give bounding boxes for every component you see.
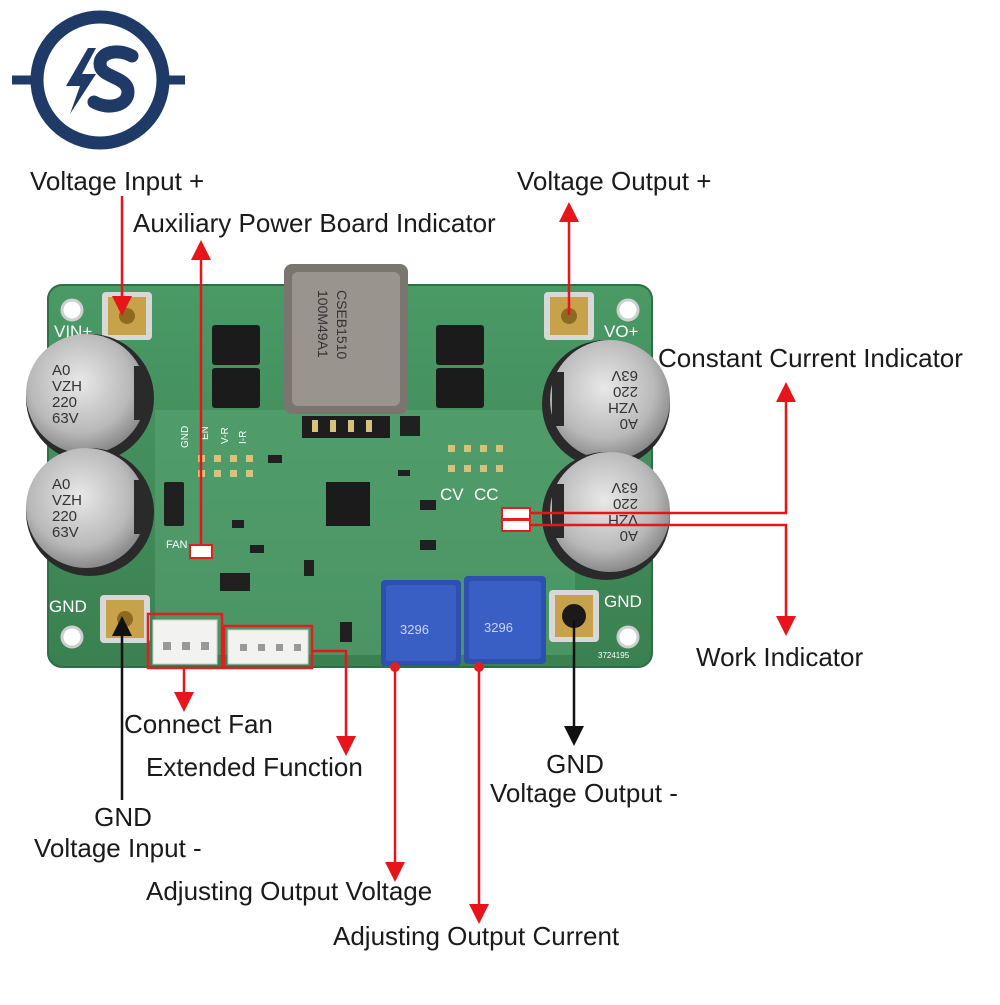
pin-header-top [302,416,390,438]
label-gnd-in: GND [94,802,152,832]
label-voltage-input-minus: Voltage Input - [34,833,202,863]
pot-voltage-marker [390,662,400,672]
silk-gnd-left: GND [49,597,87,616]
label-gnd-out: GND [546,749,604,779]
cc-led-highlight [501,507,531,520]
silk-gnd-right: GND [604,592,642,611]
silk-vo: VO+ [604,322,639,341]
cap-label-63v: 63V [611,367,638,384]
header-label-vr: V-R [220,427,231,444]
inductor-marking-1: CSEB1510 [334,290,350,359]
controller-ic [326,482,370,526]
cap-label-a0: A0 [620,527,638,544]
serial-number: 3724195 [598,651,630,660]
label-adjusting-output-current: Adjusting Output Current [333,921,620,951]
terminal-vin [102,292,152,340]
cap-label-220: 220 [52,508,77,525]
silk-cc: CC [474,485,499,504]
cap-label-220: 220 [52,394,77,411]
arrow-work-indicator [530,523,796,636]
label-adjusting-output-voltage: Adjusting Output Voltage [146,876,433,906]
capacitor-right-top: A0 VZH 220 63V [542,340,670,468]
header-label-gnd: GND [180,426,191,448]
aux-led-highlight [189,544,213,559]
silk-fan: FAN [166,539,187,551]
silk-cv: CV [440,485,464,504]
cap-label-63v: 63V [52,410,79,427]
pot-current: 3296 [464,576,546,664]
work-led-highlight [501,519,531,532]
header-label-en: EN [200,426,211,440]
extended-connector [222,624,314,670]
pot-current-marking: 3296 [484,620,513,635]
cap-label-a0: A0 [52,362,70,379]
capacitor-right-bottom: A0 VZH 220 63V [542,452,670,580]
header-labels: GND EN V-R I-R [180,426,249,448]
cap-label-63v: 63V [611,479,638,496]
cap-label-a0: A0 [620,415,638,432]
cap-label-220: 220 [613,383,638,400]
cap-label-vzh: VZH [52,492,82,509]
cap-label-vzh: VZH [608,399,638,416]
capacitor-left-bottom: A0 VZH 220 63V [26,448,154,576]
label-work-indicator: Work Indicator [696,642,864,672]
inductor: CSEB1510 100M49A1 [284,264,408,414]
label-voltage-output-plus: Voltage Output + [517,166,712,196]
label-aux-power-indicator: Auxiliary Power Board Indicator [133,208,496,238]
label-connect-fan: Connect Fan [124,709,273,739]
cap-label-220: 220 [613,495,638,512]
brand-logo [12,10,185,150]
capacitor-left-top: A0 VZH 220 63V [26,334,154,462]
pot-voltage-marking: 3296 [400,622,429,637]
inductor-marking-2: 100M49A1 [315,290,331,358]
cap-label-63v: 63V [52,524,79,541]
terminal-gnd-in [100,595,150,643]
callout-arrows [112,196,796,924]
label-voltage-output-minus: Voltage Output - [490,778,678,808]
arrow-cc-indicator [530,382,796,515]
pot-current-marker [474,662,484,672]
label-constant-current-indicator: Constant Current Indicator [658,343,963,373]
label-voltage-input-plus: Voltage Input + [30,166,205,196]
cap-label-a0: A0 [52,476,70,493]
arrow-extended-function [312,649,356,756]
pin-header-right [448,445,503,472]
label-extended-function: Extended Function [146,752,363,782]
fan-connector [146,612,224,670]
pot-voltage: 3296 [381,580,461,666]
cap-label-vzh: VZH [52,378,82,395]
mosfets [212,325,484,408]
header-label-ir: I-R [238,431,249,444]
pcb-board: VIN+ VO+ GND GND CV CC FAN 3724195 GND E… [26,264,670,672]
smd-components [164,416,436,642]
